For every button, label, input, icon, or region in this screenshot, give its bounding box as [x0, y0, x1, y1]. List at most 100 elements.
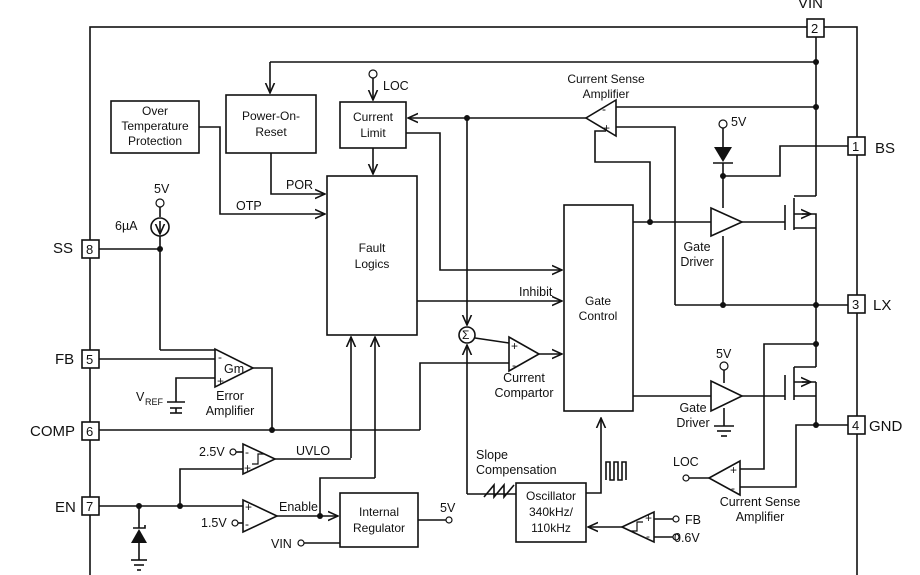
vin-rail [270, 37, 819, 196]
svg-text:GND: GND [869, 418, 903, 435]
svg-text:Over: Over [142, 104, 168, 118]
svg-text:Gm: Gm [224, 362, 244, 376]
svg-text:+: + [730, 463, 737, 477]
pin-gnd: 4 GND [847, 415, 903, 435]
internal-regulator-block: Internal Regulator [339, 492, 419, 548]
svg-text:POR: POR [286, 178, 313, 192]
svg-text:LOC: LOC [673, 455, 699, 469]
svg-text:Current Sense: Current Sense [567, 72, 645, 86]
current-comparator: + - Current Compartor [494, 335, 562, 400]
svg-text:5V: 5V [440, 501, 456, 515]
current-limit-block: Current Limit [339, 101, 407, 149]
pin-vin: VIN 2 [798, 0, 825, 38]
pin-en: EN 7 [55, 496, 100, 516]
climit-to-gate-control [406, 132, 562, 270]
summing-junction: Σ [458, 118, 510, 494]
comp-node [99, 362, 509, 433]
ss-current-source: 5V 6µA [99, 182, 170, 350]
current-sense-amp-bottom: + - LOC Current Sense Amplifier [673, 343, 816, 524]
svg-text:Current: Current [503, 371, 545, 385]
svg-text:Compartor: Compartor [494, 386, 553, 400]
svg-text:340kHz/: 340kHz/ [529, 505, 574, 519]
svg-text:3: 3 [852, 297, 859, 312]
svg-text:VIN: VIN [798, 0, 823, 12]
slope-compensation: Slope Compensation [467, 448, 557, 500]
svg-text:+: + [245, 500, 252, 514]
svg-text:-: - [245, 445, 249, 459]
svg-text:Amplifier: Amplifier [206, 404, 255, 418]
svg-text:LX: LX [873, 297, 891, 314]
current-sense-amp-top: - + Current Sense Amplifier [408, 72, 676, 305]
regulator-io: 5V VIN [271, 501, 456, 551]
svg-text:6: 6 [86, 424, 93, 439]
svg-text:Control: Control [579, 309, 618, 323]
clock-signal [586, 418, 627, 494]
pin-ss: SS 8 [53, 239, 100, 259]
svg-text:6µA: 6µA [115, 219, 138, 233]
fault-logics-block: Fault Logics [326, 175, 418, 336]
error-amplifier: - + Gm V REF Error Amplifier [99, 347, 273, 430]
svg-text:-: - [646, 529, 650, 543]
enable-comparator: + - 1.5V Enable [201, 477, 375, 534]
low-side-mosfet [742, 305, 848, 428]
uvlo-comparator: - + 2.5V UVLO [199, 442, 351, 476]
svg-text:1: 1 [852, 139, 859, 154]
svg-text:5V: 5V [731, 115, 747, 129]
svg-text:Current: Current [353, 110, 394, 124]
svg-text:5: 5 [86, 352, 93, 367]
svg-text:Inhibit: Inhibit [519, 285, 553, 299]
svg-text:Reset: Reset [255, 125, 287, 139]
svg-text:FB: FB [685, 513, 701, 527]
oscillator-block: Oscillator 340kHz/ 110kHz [515, 482, 587, 543]
svg-text:VIN: VIN [271, 537, 292, 551]
otp-block: Over Temperature Protection [110, 100, 200, 154]
svg-text:1.5V: 1.5V [201, 516, 227, 530]
svg-text:Error: Error [216, 389, 244, 403]
svg-text:+: + [217, 374, 224, 388]
svg-text:-: - [218, 350, 222, 364]
svg-text:Slope: Slope [476, 448, 508, 462]
svg-text:Fault: Fault [359, 241, 386, 255]
svg-text:BS: BS [875, 140, 895, 157]
svg-text:+: + [244, 461, 251, 475]
svg-text:Temperature: Temperature [121, 119, 189, 133]
loc-top-input: LOC [369, 69, 409, 100]
svg-text:Compensation: Compensation [476, 463, 557, 477]
svg-text:Enable: Enable [279, 500, 318, 514]
en-input-network [99, 468, 243, 571]
svg-text:V: V [136, 390, 145, 404]
svg-text:7: 7 [86, 499, 93, 514]
svg-text:8: 8 [86, 242, 93, 257]
svg-text:Gate: Gate [679, 401, 706, 415]
svg-text:110kHz: 110kHz [531, 521, 571, 535]
por-block: Power-On- Reset [225, 94, 317, 154]
svg-text:4: 4 [852, 418, 859, 433]
svg-text:2: 2 [811, 21, 818, 36]
svg-text:Current Sense: Current Sense [720, 495, 801, 509]
svg-text:-: - [245, 517, 249, 531]
svg-text:-: - [602, 102, 606, 116]
svg-text:Internal: Internal [359, 505, 399, 519]
svg-text:UVLO: UVLO [296, 444, 330, 458]
svg-text:+: + [645, 511, 652, 525]
gate-driver-high: Gate Driver [633, 206, 744, 305]
svg-text:Protection: Protection [128, 134, 182, 148]
pin-fb: FB 5 [55, 349, 100, 369]
svg-text:2.5V: 2.5V [199, 445, 225, 459]
svg-text:EN: EN [55, 499, 76, 516]
gate-control-block: Gate Control [563, 204, 634, 412]
svg-text:Driver: Driver [680, 255, 713, 269]
svg-text:FB: FB [55, 351, 74, 368]
svg-text:Amplifier: Amplifier [583, 87, 630, 101]
high-side-mosfet [742, 195, 817, 305]
inhibit-signal: Inhibit [417, 285, 562, 301]
svg-text:+: + [603, 121, 610, 135]
bootstrap-diode: 5V [713, 115, 848, 208]
svg-text:LOC: LOC [383, 79, 409, 93]
svg-text:0.6V: 0.6V [674, 531, 700, 545]
svg-text:SS: SS [53, 240, 73, 257]
svg-text:Amplifier: Amplifier [736, 510, 785, 524]
svg-text:Power-On-: Power-On- [242, 109, 300, 123]
fb-frequency-comparator: + - FB 0.6V [588, 510, 701, 545]
